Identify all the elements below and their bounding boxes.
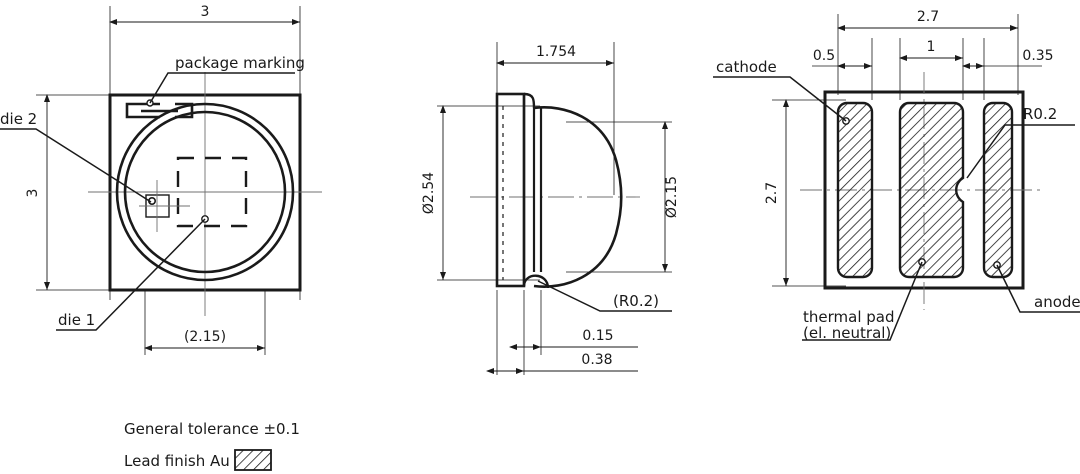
dim-thermal-pad-width-label: 1 <box>927 39 936 55</box>
callout-anode-label: anode <box>1034 293 1080 311</box>
callout-corner-radius: R0.2 <box>966 105 1075 179</box>
dim-lens-diameter-side-label: Ø2.15 <box>664 176 680 218</box>
callout-die-1: die 1 <box>56 215 209 331</box>
dome-top-fillet <box>523 92 536 109</box>
callout-thermal-pad-label-2: (el. neutral) <box>803 324 891 342</box>
callout-fillet-radius-label: (R0.2) <box>613 292 659 310</box>
callout-fillet-radius: (R0.2) <box>537 280 672 312</box>
die-2-marker <box>139 180 190 232</box>
side-view: 1.754 Ø2.54 Ø2.15 (R0.2) <box>421 42 680 375</box>
dim-cathode-width: 0.5 <box>813 48 872 69</box>
dim-lens-diameter-label: (2.15) <box>184 329 226 345</box>
thermal-pad <box>898 101 965 279</box>
lead-frame-plate <box>495 92 526 288</box>
anode-pad <box>982 101 1014 279</box>
dim-lead-step: 0.15 <box>509 328 638 350</box>
die-area-dashed-square <box>176 156 248 228</box>
dim-lens-diameter-side: Ø2.15 <box>662 121 680 272</box>
bottom-fillet-arc <box>522 274 550 289</box>
dim-bottom-height: 2.7 <box>764 99 789 286</box>
legend-tolerance-label: General tolerance ±0.1 <box>124 420 300 438</box>
dim-bottom-width: 2.7 <box>837 9 1018 31</box>
dim-body-diameter: Ø2.54 <box>421 105 446 280</box>
dim-top-height: 3 <box>25 94 50 290</box>
dim-lead-step-label: 0.15 <box>582 328 613 344</box>
callout-cathode: cathode <box>713 58 850 125</box>
dim-top-width-label: 3 <box>201 4 210 20</box>
dim-top-width: 3 <box>109 4 300 25</box>
dome-lens-profile <box>533 106 623 288</box>
dim-cathode-width-label: 0.5 <box>813 48 835 64</box>
dim-top-height-label: 3 <box>25 189 41 198</box>
bottom-view: 2.7 1 0.5 0.35 2.7 <box>713 9 1080 342</box>
top-view: 3 3 <box>0 4 322 355</box>
callout-package-marking: package marking <box>146 54 305 107</box>
callout-anode: anode <box>993 261 1080 313</box>
dim-anode-gap: 0.35 <box>962 48 1054 69</box>
cathode-pad <box>836 101 874 279</box>
lens-outer-circle <box>115 102 295 282</box>
dim-bottom-width-label: 2.7 <box>917 9 939 25</box>
legend: General tolerance ±0.1 Lead finish Au <box>124 420 300 471</box>
callout-die-2: die 2 <box>0 110 152 203</box>
callout-package-marking-label: package marking <box>175 54 305 72</box>
callout-die-2-label: die 2 <box>0 110 37 128</box>
dim-lead-total: 0.38 <box>486 352 638 374</box>
callout-die-1-label: die 1 <box>58 311 95 329</box>
callout-corner-radius-label: R0.2 <box>1023 105 1057 123</box>
dim-lens-diameter: (2.15) <box>144 290 266 355</box>
dim-side-length: 1.754 <box>496 44 614 66</box>
dim-thermal-pad-width: 1 <box>899 39 963 61</box>
side-view-extension-lines <box>437 42 672 375</box>
legend-lead-finish-label: Lead finish Au <box>124 452 230 470</box>
callout-thermal-pad-label-1: thermal pad <box>803 308 895 326</box>
callout-thermal-pad: thermal pad (el. neutral) <box>802 258 926 342</box>
dim-lead-total-label: 0.38 <box>581 352 612 368</box>
dim-anode-gap-label: 0.35 <box>1022 48 1053 64</box>
package-marking-symbol <box>125 102 194 119</box>
dim-body-diameter-label: Ø2.54 <box>421 172 437 214</box>
dim-side-length-label: 1.754 <box>536 44 576 60</box>
dim-bottom-height-label: 2.7 <box>764 182 780 204</box>
legend-hatch-swatch <box>234 449 272 471</box>
lens-inner-circle <box>123 110 287 274</box>
callout-cathode-label: cathode <box>716 58 777 76</box>
